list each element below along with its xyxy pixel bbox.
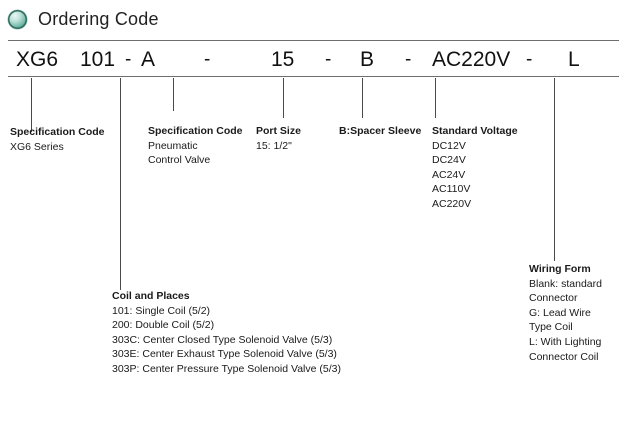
code-segment: L: [568, 48, 580, 71]
annotation-line: L: With Lighting: [529, 335, 602, 348]
leader-coil-and-places: [120, 78, 121, 290]
annotation-line: AC220V: [432, 197, 472, 210]
annotation-line: Connector: [529, 292, 578, 305]
annotation-line: 101: Single Coil (5/2): [112, 304, 211, 317]
annotation-line: AC24V: [432, 168, 466, 181]
annotation-line: Control Valve: [148, 154, 211, 167]
leader-specification-code-xg6: [31, 78, 32, 132]
annotation-line: Type Coil: [529, 321, 573, 334]
page-title-row: Ordering Code: [8, 5, 159, 33]
annotation-line: Blank: standard: [529, 277, 602, 290]
leader-wiring-form: [554, 78, 555, 261]
code-separator: -: [125, 49, 132, 70]
code-separator: -: [405, 49, 412, 70]
leader-spacer-sleeve: [362, 78, 363, 118]
annotation-line: DC12V: [432, 139, 466, 152]
note-coil-and-places: Coil and Places 101: Single Coil (5/2) 200…: [112, 289, 341, 377]
code-segment: 101: [80, 48, 116, 71]
code-segment: A: [141, 48, 156, 71]
note-port-size: Port Size 15: 1/2": [256, 124, 301, 153]
annotation-line: DC24V: [432, 154, 466, 167]
code-segment: XG6: [16, 48, 59, 71]
leader-standard-voltage: [435, 78, 436, 118]
code-segment: AC220V: [432, 48, 511, 71]
bullet-sphere-icon: [8, 9, 27, 29]
page-title: Ordering Code: [38, 8, 159, 29]
annotation-line: 303E: Center Exhaust Type Solenoid Valve…: [112, 348, 337, 361]
code-rule-bottom: [8, 76, 619, 77]
annotation-line: AC110V: [432, 183, 471, 196]
annotation-heading: B:Spacer Sleeve: [339, 125, 422, 137]
annotation-line: G: Lead Wire: [529, 306, 591, 319]
code-segment: B: [360, 48, 375, 71]
code-separator: -: [526, 49, 533, 70]
annotation-heading: Specification Code: [148, 125, 243, 137]
annotation-line: Pneumatic: [148, 139, 198, 152]
leader-specification-code-valve: [173, 78, 174, 111]
code-separator: -: [204, 49, 211, 70]
leader-port-size: [283, 78, 284, 118]
note-spacer-sleeve: B:Spacer Sleeve: [339, 124, 421, 139]
code-segment: 15: [271, 48, 295, 71]
annotation-heading: Standard Voltage: [432, 125, 518, 137]
code-separator: -: [325, 49, 332, 70]
code-rule-top: [8, 40, 619, 41]
annotation-heading: Specification Code: [10, 126, 105, 138]
annotation-line: 303C: Center Closed Type Solenoid Valve …: [112, 333, 333, 346]
annotation-line: 200: Double Coil (5/2): [112, 319, 215, 332]
annotation-line: Connector Coil: [529, 350, 599, 363]
annotation-line: 15: 1/2": [256, 139, 292, 152]
annotation-heading: Wiring Form: [529, 263, 591, 275]
annotation-line: 303P: Center Pressure Type Solenoid Valv…: [112, 362, 341, 375]
annotation-heading: Coil and Places: [112, 290, 190, 302]
annotation-heading: Port Size: [256, 125, 301, 137]
annotation-line: XG6 Series: [10, 140, 64, 153]
